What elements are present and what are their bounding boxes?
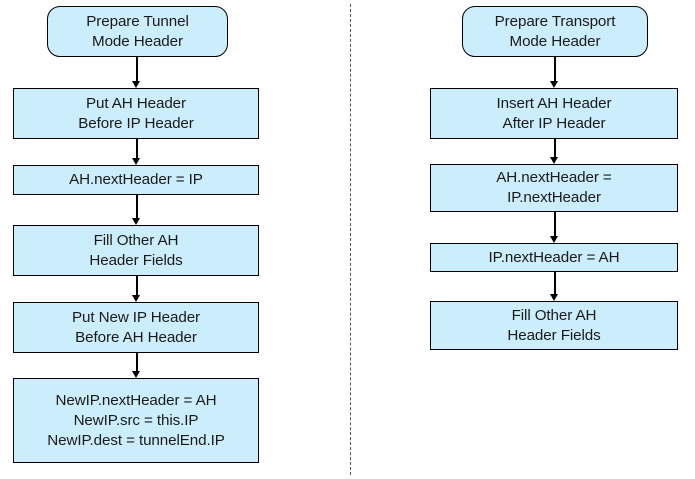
column-divider — [350, 4, 351, 475]
node-transport-step-4[interactable]: Fill Other AH Header Fields — [430, 301, 678, 350]
node-transport-step-3[interactable]: IP.nextHeader = AH — [430, 243, 678, 272]
node-tunnel-step-1[interactable]: Put AH Header Before IP Header — [13, 88, 259, 139]
node-tunnel-step-2[interactable]: AH.nextHeader = IP — [13, 165, 259, 195]
node-transport-step-1[interactable]: Insert AH Header After IP Header — [430, 88, 678, 139]
node-tunnel-step-3[interactable]: Fill Other AH Header Fields — [13, 225, 259, 276]
node-transport-step-2[interactable]: AH.nextHeader = IP.nextHeader — [430, 164, 678, 212]
node-tunnel-start[interactable]: Prepare Tunnel Mode Header — [47, 6, 228, 57]
node-transport-start[interactable]: Prepare Transport Mode Header — [462, 6, 648, 57]
node-tunnel-step-5[interactable]: NewIP.nextHeader = AH NewIP.src = this.I… — [13, 378, 259, 463]
node-tunnel-step-4[interactable]: Put New IP Header Before AH Header — [13, 302, 259, 353]
